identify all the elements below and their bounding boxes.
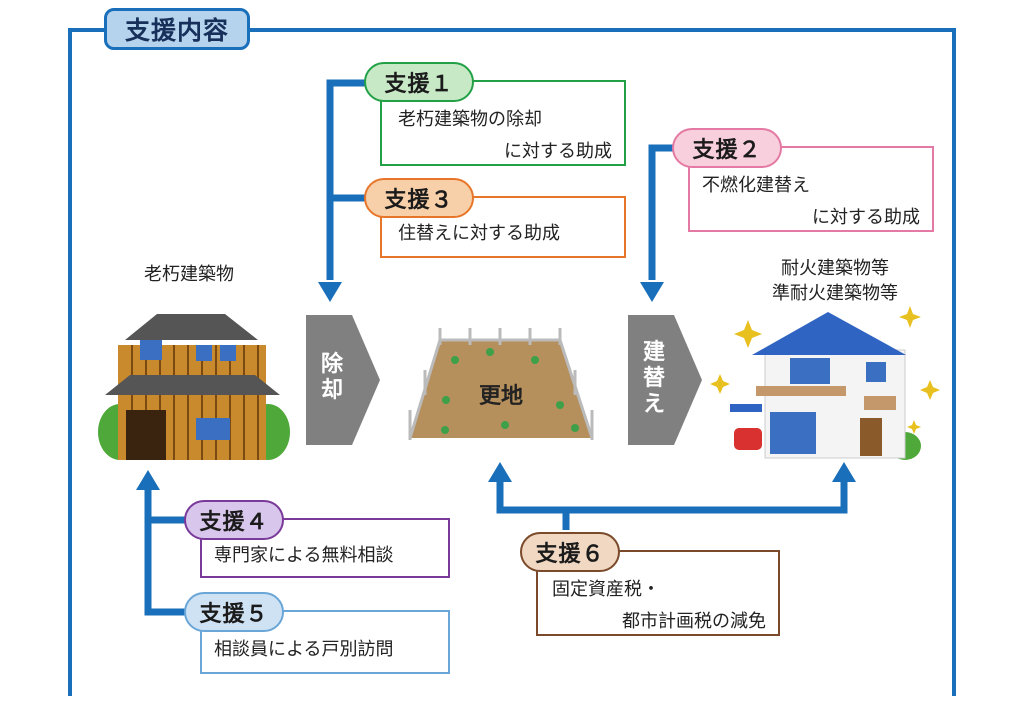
rebuild-arrow: [628, 315, 702, 445]
support5-text-1: 相談員による戸別訪問: [214, 639, 394, 660]
demolish-char-1: 除: [320, 352, 343, 377]
page-title: 支援内容: [104, 8, 250, 50]
support6-text-1: 固定資産税・: [552, 579, 660, 600]
old-house-illustration: [98, 314, 290, 460]
support1-text-1: 老朽建築物の除却: [398, 109, 542, 130]
rebuild-arrow-label: 建 替 え: [640, 340, 668, 418]
support6-box: 固定資産税・ 都市計画税の減免: [536, 550, 780, 636]
demolish-arrow: [306, 315, 380, 445]
support3-box: 住替えに対する助成: [380, 196, 626, 258]
support6-tag: 支援６: [520, 532, 620, 572]
arrowhead-rebuild: [640, 282, 664, 302]
rebuild-char-3: え: [642, 392, 665, 417]
support3-text-1: 住替えに対する助成: [398, 223, 560, 244]
arrowhead-lot: [488, 462, 512, 482]
old-building-label: 老朽建築物: [144, 264, 234, 285]
new-building-label-2: 準耐火建築物等: [772, 283, 898, 304]
connector-support6: [496, 480, 570, 530]
arrowhead-new-building: [832, 462, 856, 482]
rebuild-char-1: 建: [642, 340, 665, 365]
new-building-label-1: 耐火建築物等: [781, 258, 889, 279]
connector-support6b: [566, 480, 848, 514]
support6-text-2: 都市計画税の減免: [622, 611, 766, 632]
connector-support2: [648, 144, 676, 280]
support4-tag: 支援４: [184, 500, 284, 540]
vacant-lot-illustration: [408, 328, 594, 440]
support1-tag: 支援１: [364, 62, 474, 102]
support3-tag: 支援３: [364, 178, 474, 218]
support2-text-1: 不燃化建替え: [702, 175, 810, 196]
rebuild-char-2: 替: [642, 366, 665, 391]
vacant-lot-label: 更地: [478, 384, 523, 409]
support-frame: [68, 28, 956, 696]
support1-text-2: に対する助成: [504, 141, 612, 162]
arrowhead-demolish: [318, 282, 342, 302]
connector-support1: [326, 79, 368, 280]
new-house-illustration: [730, 312, 921, 460]
sparkle-icon: [710, 306, 940, 434]
support2-text-2: に対する助成: [812, 207, 920, 228]
support5-tag: 支援５: [184, 592, 284, 632]
demolish-char-2: 却: [320, 378, 343, 403]
support2-tag: 支援２: [672, 128, 782, 168]
arrowhead-old-building: [136, 470, 160, 490]
connector-support45: [144, 490, 186, 616]
support4-text-1: 専門家による無料相談: [214, 545, 394, 566]
demolish-arrow-label: 除 却: [318, 352, 346, 404]
